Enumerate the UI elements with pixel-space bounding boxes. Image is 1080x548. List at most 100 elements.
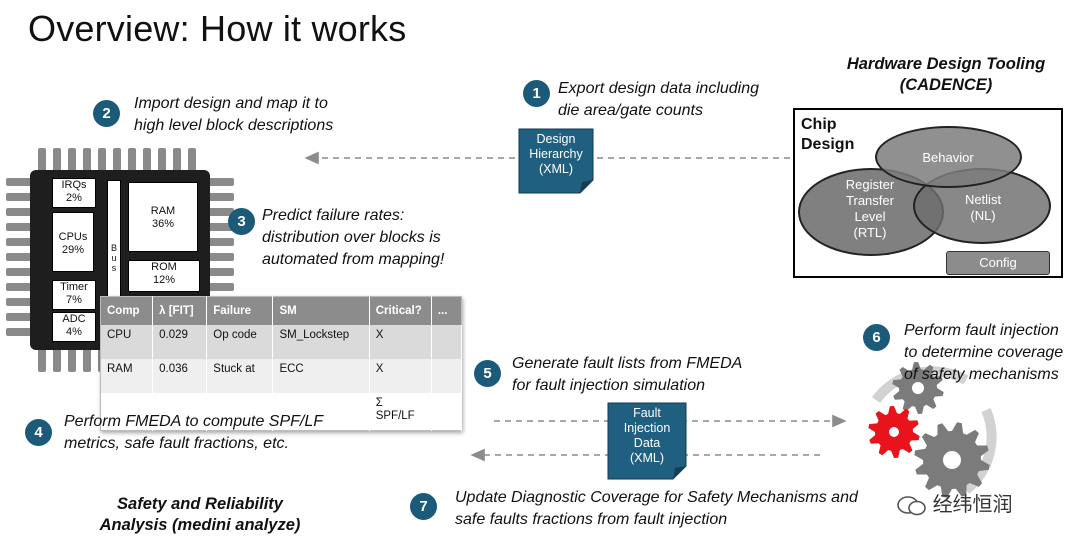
chip-pin	[6, 328, 34, 336]
behavior-label: Behavior	[922, 150, 974, 165]
col-more: ...	[431, 296, 462, 325]
block-timer: Timer 7%	[52, 280, 96, 310]
col-critical: Critical?	[369, 296, 432, 325]
chip-pin	[188, 148, 196, 174]
chip-pin	[98, 148, 106, 174]
step-6-text: Perform fault injection to determine cov…	[904, 322, 1064, 383]
chip-design-label: Chip Design	[801, 116, 855, 153]
cell: 0.036	[152, 358, 208, 393]
chip-pin	[53, 148, 61, 174]
cell: Stuck at	[206, 358, 274, 393]
config-button[interactable]: Config	[946, 251, 1050, 275]
col-comp: Comp	[100, 296, 154, 325]
step-7-text: Update Diagnostic Coverage for Safety Me…	[455, 489, 858, 528]
chip-pin	[6, 283, 34, 291]
cell: ECC	[272, 358, 370, 393]
rtl-label: Register Transfer Level (RTL)	[845, 177, 895, 240]
chip-pin	[113, 148, 121, 174]
step-4-text: Perform FMEDA to compute SPF/LF metrics,…	[64, 413, 324, 452]
design-hierarchy-label: Design Hierarchy (XML)	[529, 132, 583, 176]
step-1-badge: 1	[523, 80, 550, 107]
hardware-tooling-heading: Hardware Design Tooling (CADENCE)	[846, 55, 1046, 94]
cell	[431, 358, 463, 393]
chip-illustration: IRQs 2% CPUs 29% Timer 7% ADC 4% B u s R…	[0, 140, 250, 380]
netlist-label: Netlist (NL)	[964, 192, 1002, 223]
step-2-text: Import design and map it to high level b…	[134, 95, 334, 134]
watermark-text: 经纬恒润	[932, 494, 1013, 516]
step-4-badge: 4	[25, 419, 52, 446]
behavior-ellipse	[875, 126, 1022, 188]
safety-analysis-heading: Safety and Reliability Analysis (medini …	[99, 495, 301, 534]
cell: X	[369, 358, 432, 393]
table-row: Σ SPF/LF	[100, 392, 463, 431]
col-failure: Failure	[206, 296, 274, 325]
step-5-badge: 5	[474, 360, 501, 387]
table-row: CPU 0.029 Op code SM_Lockstep X	[100, 324, 463, 359]
block-adc: ADC 4%	[52, 312, 96, 342]
step-3-text: Predict failure rates: distribution over…	[262, 207, 445, 268]
cell	[206, 392, 274, 431]
step-5-text: Generate fault lists from FMEDA for faul…	[512, 355, 743, 394]
step-3-badge: 3	[228, 208, 255, 235]
chip-pin	[6, 223, 34, 231]
table-header-row: Comp λ [FIT] Failure SM Critical? ...	[100, 296, 462, 325]
design-hierarchy-doc: Design Hierarchy (XML)	[518, 128, 594, 194]
step-6-badge: 6	[863, 324, 890, 351]
gears-illustration	[868, 362, 997, 498]
chip-pin	[6, 238, 34, 246]
step-7-badge: 7	[410, 493, 437, 520]
gear-red-icon	[868, 406, 920, 458]
chip-pin	[6, 313, 34, 321]
chip-pin	[53, 346, 61, 372]
block-bus: B u s	[107, 180, 121, 330]
gear-gray-large-icon	[914, 422, 990, 498]
chip-pin	[38, 346, 46, 372]
chip-pin	[158, 148, 166, 174]
chip-pin	[206, 253, 234, 261]
chip-pin	[6, 193, 34, 201]
cell: RAM	[100, 358, 154, 393]
col-lambda: λ [FIT]	[152, 296, 208, 325]
cell: 0.029	[152, 324, 208, 359]
cell	[272, 392, 370, 431]
cell	[431, 392, 463, 431]
cell: CPU	[100, 324, 154, 359]
chip-pin	[206, 238, 234, 246]
fault-injection-doc: Fault Injection Data (XML)	[607, 402, 687, 480]
block-cpus: CPUs 29%	[52, 212, 94, 272]
fmeda-table: Comp λ [FIT] Failure SM Critical? ... CP…	[100, 296, 463, 431]
chip-pin	[83, 346, 91, 372]
chip-pin	[206, 268, 234, 276]
table-row: RAM 0.036 Stuck at ECC X	[100, 358, 463, 393]
chip-pin	[6, 208, 34, 216]
chip-pin	[206, 223, 234, 231]
gear-gray-small-icon	[892, 362, 944, 414]
chip-pin	[206, 283, 234, 291]
block-irqs: IRQs 2%	[52, 178, 96, 208]
chip-pin	[38, 148, 46, 174]
wechat-icon	[897, 495, 927, 517]
chip-pin	[206, 193, 234, 201]
fault-injection-label: Fault Injection Data (XML)	[623, 406, 671, 465]
block-ram: RAM 36%	[128, 182, 198, 252]
cell	[100, 392, 154, 431]
cell: X	[369, 324, 432, 359]
cell: Op code	[206, 324, 274, 359]
chip-pin	[206, 208, 234, 216]
page-title: Overview: How it works	[28, 8, 407, 49]
chip-pin	[143, 148, 151, 174]
chip-pin	[6, 298, 34, 306]
chip-pin	[128, 148, 136, 174]
cell	[431, 324, 463, 359]
cell	[152, 392, 208, 431]
chip-pin	[173, 148, 181, 174]
cell-sum: Σ SPF/LF	[369, 392, 432, 431]
col-sm: SM	[272, 296, 370, 325]
step-1-text: Export design data including die area/ga…	[558, 80, 760, 119]
chip-pin	[83, 148, 91, 174]
step-2-badge: 2	[93, 100, 120, 127]
chip-pin	[206, 178, 234, 186]
cell: SM_Lockstep	[272, 324, 370, 359]
chip-pin	[6, 178, 34, 186]
watermark: 经纬恒润	[897, 488, 1013, 517]
